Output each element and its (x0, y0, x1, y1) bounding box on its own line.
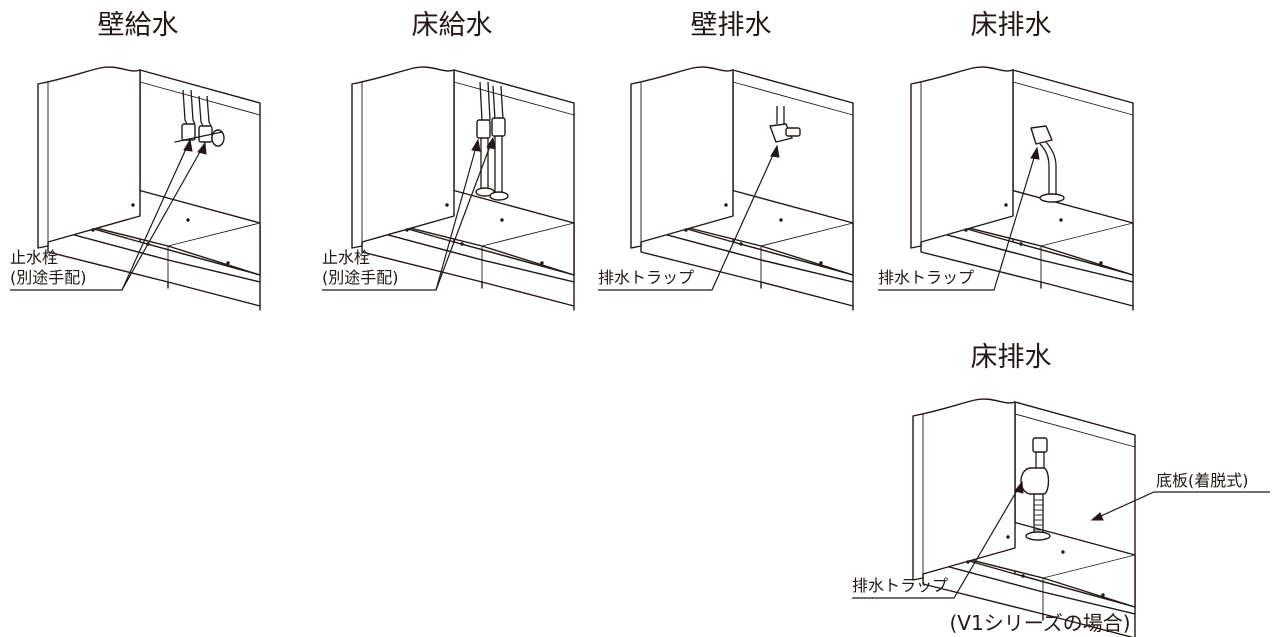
arrow-head (471, 138, 481, 152)
panel-title: 床排水 (971, 342, 1052, 373)
callout-label: 排水トラップ (878, 268, 974, 287)
cabinet-illustration (912, 398, 1136, 637)
arrow-head (1030, 146, 1040, 160)
arrow-head (1090, 512, 1104, 521)
leader-line (435, 137, 494, 291)
leader-line (598, 145, 778, 291)
arrow-head (183, 138, 193, 152)
cabinet-illustration (351, 66, 575, 311)
callout-label: (別途手配) (322, 268, 399, 287)
side-label: 底板(着脱式) (1156, 471, 1249, 490)
callout-label: (別途手配) (10, 268, 87, 287)
panel-floor-supply: 床給水 止水栓 (別途手配) (322, 10, 575, 311)
callout-label: 排水トラップ (852, 576, 948, 595)
arrow-head (1014, 480, 1024, 494)
panel-title: 床給水 (412, 10, 493, 41)
arrow-head (486, 136, 496, 150)
leader-line (121, 142, 206, 291)
panel-floor-drain-v1: 床排水 排水トラップ 底板(着 (852, 342, 1270, 637)
footnote: (V1シリーズの場合) (949, 611, 1130, 635)
panel-title: 壁給水 (98, 10, 179, 41)
cabinet-illustration (910, 66, 1134, 311)
panel-floor-drain: 床排水 排水トラップ (878, 10, 1134, 311)
cabinet-illustration (630, 66, 854, 311)
arrow-head (197, 141, 207, 155)
arrow-head (770, 144, 780, 158)
leader-line (852, 481, 1023, 599)
leader-line (1091, 491, 1270, 521)
panel-wall-drain: 壁排水 排水トラップ (598, 10, 854, 311)
callout-label: 止水栓 (322, 248, 370, 267)
cabinet-illustration (37, 66, 261, 311)
panel-wall-supply: 壁給水 止水栓 (別途手配) (10, 10, 261, 311)
callout-label: 排水トラップ (598, 268, 694, 287)
callout-label: 止水栓 (10, 248, 58, 267)
leader-line (878, 147, 1038, 291)
panel-title: 壁排水 (691, 10, 772, 41)
panel-title: 床排水 (971, 10, 1052, 41)
